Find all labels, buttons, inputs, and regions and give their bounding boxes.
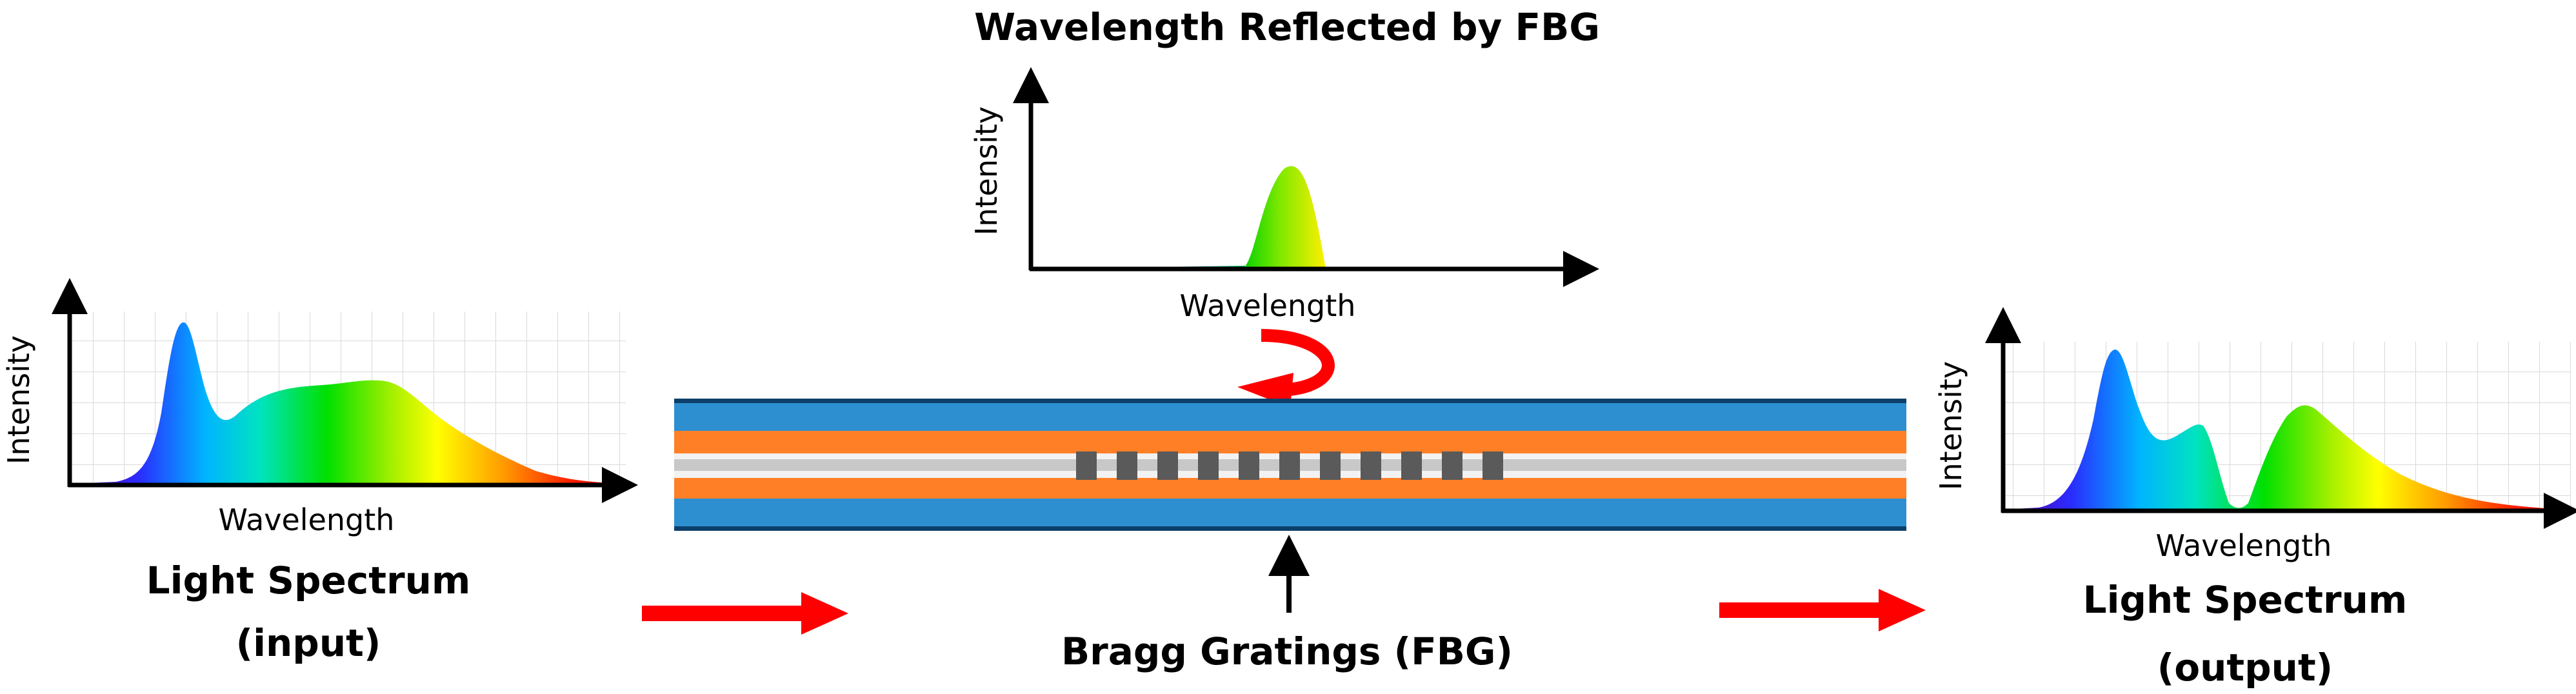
grating-block bbox=[1198, 451, 1219, 480]
input-direction-arrow bbox=[642, 592, 848, 635]
input-spectrum-chart: Intensity Wavelength Light Spectrum (inp… bbox=[1, 278, 638, 665]
reflection-return-arrow bbox=[1237, 329, 1335, 408]
grating-block bbox=[1279, 451, 1300, 480]
bragg-gratings-label: Bragg Gratings (FBG) bbox=[1061, 630, 1513, 673]
optical-fiber bbox=[674, 399, 1906, 531]
grating-block bbox=[1483, 451, 1503, 480]
output-spectrum-curve bbox=[2003, 349, 2571, 510]
input-spectrum-curve bbox=[72, 322, 626, 484]
grating-block bbox=[1239, 451, 1259, 480]
grating-block bbox=[1076, 451, 1097, 480]
grating-block bbox=[1442, 451, 1463, 480]
reflected-y-label: Intensity bbox=[969, 106, 1004, 235]
input-caption-line1: Light Spectrum bbox=[146, 559, 471, 602]
reflected-spectrum-chart: Wavelength Reflected by FBG Intensity Wa… bbox=[969, 5, 1600, 323]
output-direction-arrow bbox=[1719, 589, 1926, 631]
output-x-label: Wavelength bbox=[2156, 528, 2332, 563]
reflected-chart-title: Wavelength Reflected by FBG bbox=[974, 5, 1600, 49]
grating-block bbox=[1117, 451, 1137, 480]
output-spectrum-chart: Intensity Wavelength Light Spectrum (out… bbox=[1933, 307, 2576, 689]
output-caption-line1: Light Spectrum bbox=[2083, 578, 2408, 622]
grating-block bbox=[1320, 451, 1341, 480]
input-x-label: Wavelength bbox=[219, 502, 395, 537]
input-caption-line2: (input) bbox=[236, 621, 381, 665]
input-y-label: Intensity bbox=[1, 335, 36, 464]
grating-block bbox=[1361, 451, 1381, 480]
reflected-x-label: Wavelength bbox=[1180, 288, 1356, 323]
reflected-peak bbox=[1242, 166, 1326, 269]
grating-block bbox=[1157, 451, 1178, 480]
output-caption-line2: (output) bbox=[2157, 646, 2333, 689]
output-y-label: Intensity bbox=[1933, 361, 1968, 490]
bragg-gratings bbox=[1076, 451, 1503, 480]
grating-block bbox=[1401, 451, 1422, 480]
